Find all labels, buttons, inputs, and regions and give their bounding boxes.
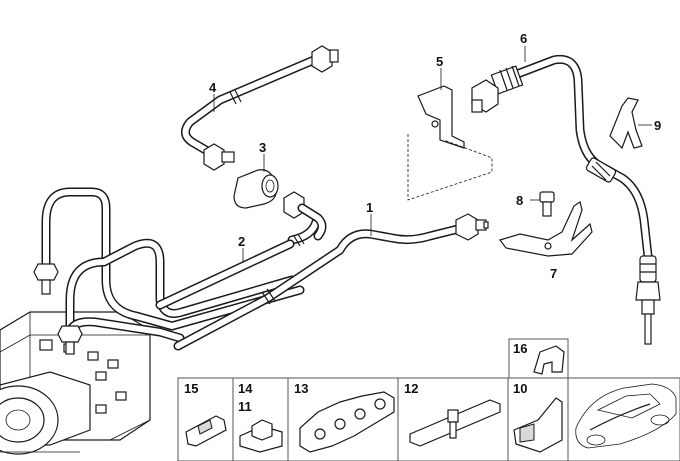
legend-label-10: 10: [513, 381, 527, 396]
brake-hose-6: [471, 54, 661, 345]
legend-label-13: 13: [294, 381, 308, 396]
brake-pipe-2: [33, 187, 321, 355]
callout-labels: 1 2 3 4 5 6 7 8 9: [209, 31, 661, 281]
bracket-5: [407, 85, 493, 201]
small-parts-legend: 16 15 14 11 13 12 10: [177, 338, 680, 461]
brake-pipe-1: [173, 213, 489, 351]
callout-1: 1: [366, 200, 373, 215]
legend-label-12: 12: [404, 381, 418, 396]
connector-3: [233, 169, 327, 241]
legend-label-15: 15: [184, 381, 198, 396]
callout-7: 7: [550, 266, 557, 281]
callout-2: 2: [238, 234, 245, 249]
callout-8: 8: [516, 193, 523, 208]
legend-label-11: 11: [238, 399, 252, 414]
brake-pipe-4: [181, 45, 339, 171]
spring-clip-9: [609, 97, 643, 150]
callout-4: 4: [209, 80, 217, 95]
bracket-7: [499, 201, 593, 257]
legend-label-14: 14: [238, 381, 253, 396]
callout-3: 3: [259, 140, 266, 155]
legend-label-16: 16: [513, 341, 527, 356]
bolt-8: [539, 191, 555, 217]
callout-9: 9: [654, 118, 661, 133]
callout-6: 6: [520, 31, 527, 46]
callout-5: 5: [436, 54, 443, 69]
vehicle-locator-box: [567, 377, 680, 461]
